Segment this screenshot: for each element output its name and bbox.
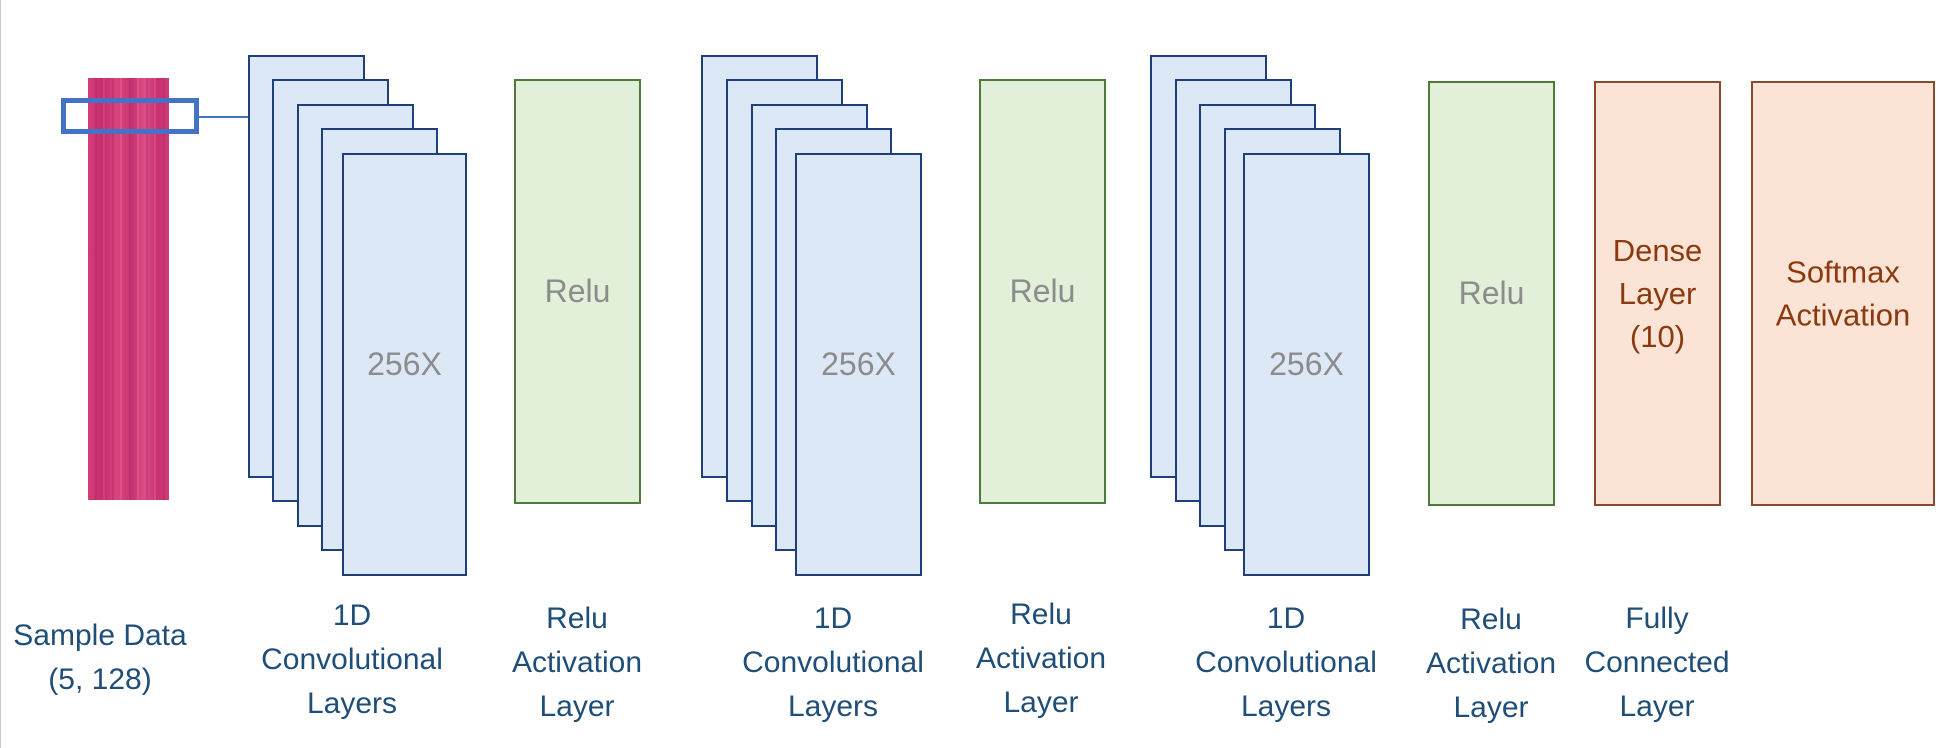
dense-layer-block: Dense Layer (10) [1594, 81, 1721, 506]
softmax-label: Softmax Activation [1775, 254, 1911, 333]
relu-label: Relu [1458, 274, 1525, 311]
relu-caption-2: Relu Activation Layer [975, 598, 1107, 719]
relu-label: Relu [544, 272, 611, 309]
softmax-block: Softmax Activation [1751, 81, 1935, 506]
left-border-line [0, 0, 1, 748]
relu-block-1: Relu [514, 79, 641, 504]
relu-block-2: Relu [979, 79, 1106, 504]
sample-data-caption: Sample Data (5, 128) [13, 619, 187, 696]
sample-data-heatmap [88, 78, 169, 500]
conv-caption-3: 1D Convolutional Layers [1195, 602, 1377, 723]
fully-connected-caption: Fully Connected Layer [1584, 602, 1730, 723]
relu-label: Relu [1009, 272, 1076, 309]
relu-block-3: Relu [1428, 81, 1555, 506]
conv-filter-label: 256X [367, 345, 442, 382]
sliding-window-selector [61, 98, 199, 134]
conv-filter-label: 256X [1269, 345, 1344, 382]
conv-caption-2: 1D Convolutional Layers [742, 602, 924, 723]
conv-front-sheet: 256X [1243, 153, 1370, 576]
conv-front-sheet: 256X [342, 153, 467, 576]
conv-caption-1: 1D Convolutional Layers [261, 599, 443, 720]
relu-caption-3: Relu Activation Layer [1425, 603, 1557, 724]
relu-caption-1: Relu Activation Layer [511, 602, 643, 723]
dense-layer-label: Dense Layer (10) [1612, 232, 1703, 355]
conv-filter-label: 256X [821, 345, 896, 382]
conv-front-sheet: 256X [795, 153, 922, 576]
